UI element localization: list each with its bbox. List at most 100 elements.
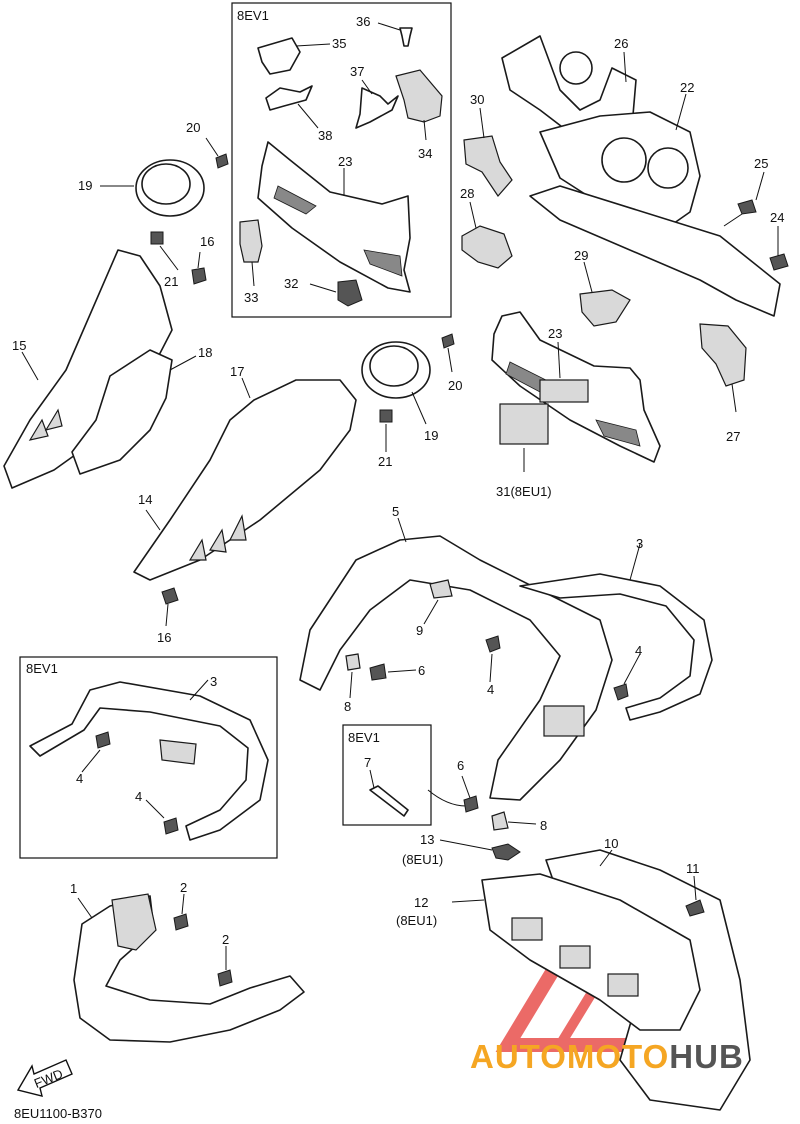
callout-7: 7 [364, 755, 371, 770]
part-1-stay [111, 893, 157, 951]
callout-2a: 2 [180, 880, 187, 895]
callout-18: 18 [198, 345, 212, 360]
part-7-long-bolt [369, 785, 409, 817]
callout-labels: 1 2 2 3 3 4 4 4 4 5 6 6 7 8 8 9 10 11 12… [12, 14, 784, 947]
part-21-nut-upper [150, 231, 164, 245]
part-19-lamp-rim-lower [361, 341, 431, 399]
part-19-lamp-rim-upper [135, 159, 205, 217]
part-35-bracket [257, 37, 301, 75]
callout-16b: 16 [157, 630, 171, 645]
part-4-bolt-variant-b [163, 817, 179, 835]
callout-19b: 19 [424, 428, 438, 443]
variant-box-bolt [342, 724, 432, 826]
callout-21a: 21 [164, 274, 178, 289]
callout-28: 28 [460, 186, 474, 201]
svg-text:AUTOMOTOHUB: AUTOMOTOHUB [470, 1038, 744, 1075]
part-4-bolt-variant-a [95, 731, 111, 749]
callout-13v: (8EU1) [402, 852, 443, 867]
callout-6b: 6 [457, 758, 464, 773]
part-18-inner-panel [71, 349, 173, 475]
variant-box-bolt-label: 8EV1 [348, 730, 380, 745]
variant-box-top-label: 8EV1 [237, 8, 269, 23]
callout-11: 11 [686, 861, 700, 876]
part-3-guard-variant [29, 681, 269, 841]
watermark-part2: HUB [669, 1038, 744, 1075]
part-31-plate [499, 403, 549, 445]
part-1-front-cowl [73, 895, 305, 1043]
part-36-screw [399, 27, 413, 47]
callout-37: 37 [350, 64, 364, 79]
callout-31: 31(8EU1) [496, 484, 552, 499]
callout-19a: 19 [78, 178, 92, 193]
callout-26: 26 [614, 36, 628, 51]
watermark-part1: AUTOMOTO [470, 1038, 669, 1075]
callout-35: 35 [332, 36, 346, 51]
callout-24: 24 [770, 210, 784, 225]
fwd-arrow-icon: FWD [16, 1059, 73, 1097]
part-37-bracket [355, 87, 399, 129]
callout-22: 22 [680, 80, 694, 95]
part-3-guard-tube [519, 573, 713, 721]
part-22-stay [529, 185, 781, 317]
part-34-cover [395, 69, 443, 123]
part-4-bolt-right [613, 683, 629, 701]
part-8-clip-b [491, 811, 509, 831]
callout-4d: 4 [135, 789, 142, 804]
part-38-bracket [265, 85, 313, 111]
part-16-bolt-lower [161, 587, 179, 605]
callout-1: 1 [70, 881, 77, 896]
callout-3a: 3 [636, 536, 643, 551]
part-32-clip [337, 279, 363, 307]
part-6-bolt [369, 663, 387, 681]
watermark-text: AUTOMOTOHUB [470, 1038, 744, 1075]
callout-38: 38 [318, 128, 332, 143]
svg-text:FWD: FWD [32, 1066, 65, 1091]
part-28-bracket [461, 225, 513, 269]
callout-15: 15 [12, 338, 26, 353]
part-12-lower-cover [481, 873, 701, 1031]
part-6-bolt-b [463, 795, 479, 813]
part-29-clip [579, 289, 631, 327]
callout-21b: 21 [378, 454, 392, 469]
variant-box-guard [19, 656, 278, 859]
callout-13: 13 [420, 832, 434, 847]
callout-8b: 8 [540, 818, 547, 833]
variant-box-guard-label: 8EV1 [26, 661, 58, 676]
callout-20b: 20 [448, 378, 462, 393]
callout-10: 10 [604, 836, 618, 851]
part-2-bolt-b [217, 969, 233, 987]
callout-27: 27 [726, 429, 740, 444]
callout-14: 14 [138, 492, 152, 507]
callout-4a: 4 [635, 643, 642, 658]
callout-6a: 6 [418, 663, 425, 678]
callout-4c: 4 [76, 771, 83, 786]
part-21-nut-lower [379, 409, 393, 423]
part-8-clip [345, 653, 361, 671]
callout-36: 36 [356, 14, 370, 29]
callout-3b: 3 [210, 674, 217, 689]
part-25-bolt [737, 199, 757, 215]
part-16-bolt-upper [191, 267, 207, 285]
part-27-bracket [699, 323, 747, 387]
diagram-code: 8EU1100-B370 [14, 1106, 102, 1121]
callout-9: 9 [416, 623, 423, 638]
part-13-clip [491, 843, 521, 861]
callout-12v: (8EU1) [396, 913, 437, 928]
callout-16a: 16 [200, 234, 214, 249]
callout-12: 12 [414, 895, 428, 910]
callout-33: 33 [244, 290, 258, 305]
callout-32: 32 [284, 276, 298, 291]
callout-23b: 23 [548, 326, 562, 341]
part-9-block [429, 579, 453, 599]
variant-box-top [231, 2, 452, 318]
callout-34: 34 [418, 146, 432, 161]
part-5-inner-cowl [299, 535, 613, 801]
callout-4b: 4 [487, 682, 494, 697]
part-4-bolt-center [485, 635, 501, 653]
callout-8a: 8 [344, 699, 351, 714]
part-11-screw [685, 899, 705, 917]
part-17-side-cowl-right [133, 379, 357, 581]
callout-2b: 2 [222, 932, 229, 947]
callout-30: 30 [470, 92, 484, 107]
